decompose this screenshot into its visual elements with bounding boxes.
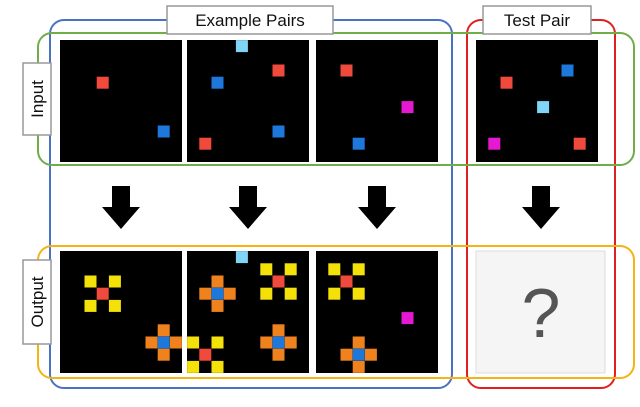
input-label: Input [28, 80, 47, 118]
grid-cell-yellow [84, 299, 97, 312]
grid-cell-magenta [401, 101, 414, 114]
grid-cell-blue [211, 287, 224, 300]
grid-cell-yellow [108, 275, 121, 288]
grid-cell-red [340, 275, 353, 288]
grid-cell-yellow [284, 287, 297, 300]
grid-cell-yellow [211, 360, 224, 373]
grid-cell-yellow [260, 263, 273, 276]
grid-cell-red [272, 64, 285, 77]
grid-cell-yellow [284, 263, 297, 276]
grid-cell-blue [272, 336, 285, 349]
example-2-output [187, 251, 309, 373]
input-label-box [22, 62, 52, 136]
grid-cell-blue [561, 64, 574, 77]
grid-cell-yellow [260, 287, 273, 300]
grid-cell-red [272, 275, 285, 288]
grid-cell-red [199, 137, 212, 150]
question-mark: ? [522, 274, 561, 352]
down-arrow-icon [102, 186, 140, 229]
grid-cell-orange [211, 275, 224, 288]
grid-cell-yellow [108, 299, 121, 312]
grid-panels [60, 40, 598, 373]
grid-background [60, 40, 182, 162]
grid-cell-blue [272, 125, 285, 138]
grid-cell-orange [340, 348, 353, 361]
grid-cell-orange [223, 287, 236, 300]
grid-background [316, 40, 438, 162]
output-label-box [22, 259, 52, 345]
grid-cell-yellow [84, 275, 97, 288]
grid-cell-yellow [187, 336, 200, 349]
example-1-input [60, 40, 182, 162]
example-pairs-label-box [166, 5, 334, 35]
grid-cell-orange [260, 336, 273, 349]
grid-cell-light-blue [235, 40, 248, 53]
grid-cell-orange [157, 324, 170, 337]
grid-cell-red [340, 64, 353, 77]
grid-cell-magenta [488, 137, 501, 150]
grid-cell-yellow [352, 263, 365, 276]
example-1-output [60, 251, 182, 373]
down-arrow-icon [229, 186, 267, 229]
grid-cell-orange [352, 360, 365, 373]
grid-cell-orange [199, 287, 212, 300]
grid-cell-red [96, 287, 109, 300]
grid-cell-yellow [328, 287, 341, 300]
grid-cell-magenta [401, 312, 414, 325]
grid-cell-yellow [352, 287, 365, 300]
down-arrow-icon [358, 186, 396, 229]
grid-cell-light-blue [235, 251, 248, 264]
grid-cell-yellow [211, 336, 224, 349]
grid-cell-red [199, 348, 212, 361]
grid-cell-orange [272, 348, 285, 361]
down-arrow-icon [522, 186, 560, 229]
grid-cell-orange [352, 336, 365, 349]
grid-cell-light-blue [537, 101, 550, 114]
example-3-input [316, 40, 438, 162]
grid-cell-blue [352, 348, 365, 361]
grid-cell-orange [145, 336, 158, 349]
test-input [476, 40, 598, 162]
arrows [102, 186, 560, 229]
grid-cell-red [500, 76, 513, 89]
test-output-panel [475, 250, 606, 374]
grid-cell-red [96, 76, 109, 89]
test-pair-label: Test Pair [504, 11, 570, 30]
example-3-output [316, 251, 438, 373]
grid-cell-orange [284, 336, 297, 349]
grid-cell-yellow [187, 360, 200, 373]
grid-cell-blue [352, 137, 365, 150]
test-pair-label-box [482, 5, 592, 35]
grid-cell-blue [157, 125, 170, 138]
grid-cell-orange [157, 348, 170, 361]
grid-cell-red [573, 137, 586, 150]
grid-cell-yellow [328, 263, 341, 276]
grid-cell-blue [211, 76, 224, 89]
grid-cell-orange [211, 299, 224, 312]
grid-cell-blue [157, 336, 170, 349]
grid-cell-orange [169, 336, 182, 349]
grid-cell-orange [272, 324, 285, 337]
grid-cell-orange [364, 348, 377, 361]
example-2-input [187, 40, 309, 162]
output-label: Output [28, 276, 47, 327]
example-pairs-label: Example Pairs [195, 11, 305, 30]
